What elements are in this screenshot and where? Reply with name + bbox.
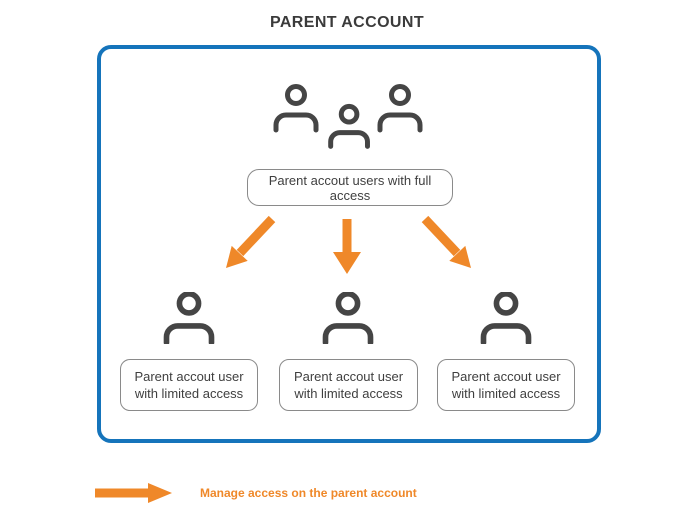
page-title: PARENT ACCOUNT bbox=[269, 14, 425, 31]
flow-arrows bbox=[226, 215, 471, 274]
limited-access-label: Parent accout user with limited access bbox=[120, 359, 258, 411]
limited-access-label: Parent accout user with limited access bbox=[279, 359, 418, 411]
right-arrow-icon bbox=[95, 483, 172, 503]
limited-access-line2: with limited access bbox=[134, 386, 244, 401]
user-icon bbox=[479, 292, 533, 344]
arrow-down-left-icon bbox=[226, 215, 276, 268]
limited-access-line2: with limited access bbox=[451, 386, 561, 401]
user-icon bbox=[162, 292, 216, 344]
legend-label: Manage access on the parent account bbox=[200, 486, 417, 500]
limited-access-line1: Parent accout user bbox=[134, 369, 244, 384]
full-access-label: Parent accout users with full access bbox=[247, 169, 453, 206]
limited-access-line1: Parent accout user bbox=[451, 369, 561, 384]
users-group-icon bbox=[270, 83, 426, 153]
limited-access-line1: Parent accout user bbox=[293, 369, 404, 384]
limited-access-line2: with limited access bbox=[294, 386, 403, 401]
arrow-down-right-icon bbox=[421, 215, 471, 268]
arrow-down-icon bbox=[333, 219, 361, 274]
limited-access-label: Parent accout user with limited access bbox=[437, 359, 575, 411]
user-icon bbox=[321, 292, 375, 344]
